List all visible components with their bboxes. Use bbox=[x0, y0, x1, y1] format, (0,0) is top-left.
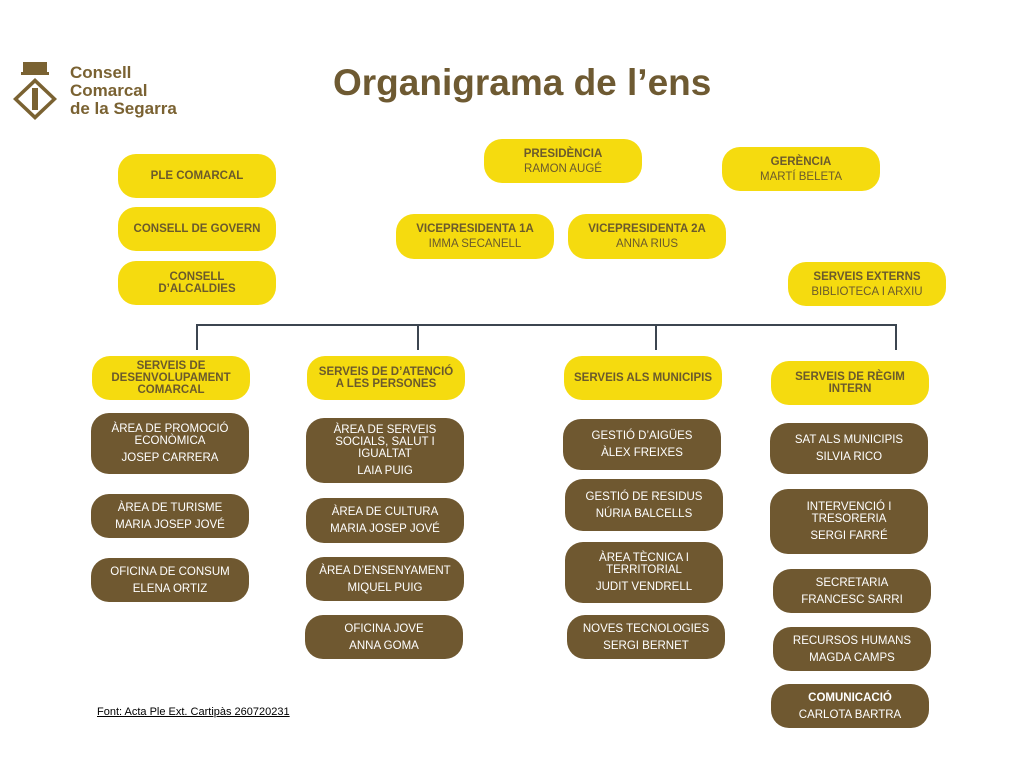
unit-title: ÀREA TÈCNICA I TERRITORIAL bbox=[599, 552, 689, 576]
unit-title: NOVES TECNOLOGIES bbox=[582, 622, 710, 635]
column-header: SERVEIS DE DESENVOLUPAMENT COMARCAL bbox=[92, 356, 250, 400]
unit-name: ÀLEX FREIXES bbox=[601, 447, 683, 459]
unit-box: SECRETARIA FRANCESC SARRI bbox=[773, 569, 931, 613]
box-consell-govern: CONSELL DE GOVERN bbox=[118, 207, 276, 251]
box-vicepresidenta-1: VICEPRESIDENTA 1A IMMA SECANELL bbox=[396, 214, 554, 259]
unit-box: INTERVENCIÓ I TRESORERIA SERGI FARRÉ bbox=[770, 489, 928, 554]
box-name: MARTÍ BELETA bbox=[759, 170, 842, 183]
unit-box: RECURSOS HUMANS MAGDA CAMPS bbox=[773, 627, 931, 671]
unit-box: OFICINA DE CONSUM ELENA ORTIZ bbox=[91, 558, 249, 602]
unit-title: ÀREA DE CULTURA bbox=[331, 506, 439, 518]
box-title: VICEPRESIDENTA 1A bbox=[416, 223, 534, 235]
box-name: IMMA SECANELL bbox=[428, 238, 522, 250]
unit-name: MAGDA CAMPS bbox=[809, 651, 895, 664]
box-name: RAMON AUGÉ bbox=[524, 162, 602, 175]
unit-title: ÀREA DE SERVEIS SOCIALS, SALUT I IGUALTA… bbox=[333, 424, 437, 460]
unit-box: OFICINA JOVE ANNA GOMA bbox=[305, 615, 463, 659]
box-title: CONSELL DE GOVERN bbox=[133, 223, 261, 235]
unit-name: LAIA PUIG bbox=[357, 465, 413, 477]
unit-title: SAT ALS MUNICIPIS bbox=[794, 434, 904, 446]
box-title: CONSELL D’ALCALDIES bbox=[158, 271, 236, 295]
column-header: SERVEIS ALS MUNICIPIS bbox=[564, 356, 722, 400]
connector-vertical bbox=[196, 324, 198, 350]
unit-name: SERGI BERNET bbox=[603, 639, 689, 652]
connector-horizontal bbox=[197, 324, 897, 326]
unit-box: ÀREA DE PROMOCIÓ ECONÒMICA JOSEP CARRERA bbox=[91, 413, 249, 474]
box-title: SERVEIS EXTERNS bbox=[813, 270, 921, 283]
unit-box: ÀREA DE CULTURA MARIA JOSEP JOVÉ bbox=[306, 498, 464, 543]
unit-box: GESTIÓ D’AIGÜES ÀLEX FREIXES bbox=[563, 419, 721, 470]
unit-box: COMUNICACIÓ CARLOTA BARTRA bbox=[771, 684, 929, 728]
unit-name: JOSEP CARRERA bbox=[121, 452, 219, 464]
connector-vertical bbox=[655, 324, 657, 350]
box-consell-alcaldies: CONSELL D’ALCALDIES bbox=[118, 261, 276, 305]
box-vicepresidenta-2: VICEPRESIDENTA 2A ANNA RIUS bbox=[568, 214, 726, 259]
source-footnote: Font: Acta Ple Ext. Cartipàs 260720231 bbox=[97, 706, 290, 718]
box-gerencia: GERÈNCIA MARTÍ BELETA bbox=[722, 147, 880, 191]
unit-name: MARIA JOSEP JOVÉ bbox=[115, 518, 225, 531]
unit-name: ANNA GOMA bbox=[349, 639, 419, 652]
unit-name: MIQUEL PUIG bbox=[347, 581, 423, 594]
connector-vertical bbox=[417, 324, 419, 350]
unit-name: JUDIT VENDRELL bbox=[595, 581, 693, 593]
unit-title: INTERVENCIÓ I TRESORERIA bbox=[806, 501, 892, 525]
council-logo-icon bbox=[12, 60, 58, 120]
box-title: SERVEIS DE RÈGIM INTERN bbox=[795, 371, 905, 395]
unit-name: MARIA JOSEP JOVÉ bbox=[330, 523, 440, 535]
box-name: ANNA RIUS bbox=[616, 238, 678, 250]
unit-box: GESTIÓ DE RESIDUS NÚRIA BALCELLS bbox=[565, 479, 723, 531]
unit-name: CARLOTA BARTRA bbox=[798, 708, 902, 721]
box-name: BIBLIOTECA I ARXIU bbox=[811, 285, 923, 298]
unit-box: ÀREA D’ENSENYAMENT MIQUEL PUIG bbox=[306, 557, 464, 601]
box-title: PRESIDÈNCIA bbox=[523, 147, 603, 160]
unit-name: FRANCESC SARRI bbox=[801, 593, 903, 606]
box-presidencia: PRESIDÈNCIA RAMON AUGÉ bbox=[484, 139, 642, 183]
unit-box: NOVES TECNOLOGIES SERGI BERNET bbox=[567, 615, 725, 659]
unit-box: ÀREA DE TURISME MARIA JOSEP JOVÉ bbox=[91, 494, 249, 538]
unit-title: GESTIÓ D’AIGÜES bbox=[591, 430, 693, 442]
box-ple-comarcal: PLE COMARCAL bbox=[118, 154, 276, 198]
column-header: SERVEIS DE D’ATENCIÓ A LES PERSONES bbox=[307, 356, 465, 400]
unit-title: ÀREA DE PROMOCIÓ ECONÒMICA bbox=[111, 423, 229, 447]
unit-title: SECRETARIA bbox=[815, 576, 889, 589]
unit-title: ÀREA DE TURISME bbox=[117, 501, 223, 514]
unit-name: NÚRIA BALCELLS bbox=[595, 507, 693, 520]
box-title: GERÈNCIA bbox=[770, 155, 832, 168]
unit-title: RECURSOS HUMANS bbox=[792, 634, 912, 647]
council-logo-text: Consell Comarcal de la Segarra bbox=[70, 63, 177, 118]
unit-name: SILVIA RICO bbox=[815, 451, 883, 463]
connector-vertical bbox=[895, 324, 897, 350]
unit-name: ELENA ORTIZ bbox=[132, 582, 208, 595]
box-title: SERVEIS ALS MUNICIPIS bbox=[573, 372, 713, 384]
unit-name: SERGI FARRÉ bbox=[810, 530, 888, 542]
unit-box: ÀREA TÈCNICA I TERRITORIAL JUDIT VENDRELL bbox=[565, 542, 723, 603]
unit-box: SAT ALS MUNICIPIS SILVIA RICO bbox=[770, 423, 928, 474]
page-title: Organigrama de l’ens bbox=[333, 62, 712, 103]
unit-title: GESTIÓ DE RESIDUS bbox=[585, 490, 703, 503]
unit-title: ÀREA D’ENSENYAMENT bbox=[319, 564, 451, 577]
box-title: PLE COMARCAL bbox=[150, 170, 244, 182]
box-title: SERVEIS DE D’ATENCIÓ A LES PERSONES bbox=[318, 366, 454, 390]
unit-title: OFICINA JOVE bbox=[344, 622, 424, 635]
box-title: SERVEIS DE DESENVOLUPAMENT COMARCAL bbox=[111, 360, 231, 396]
box-serveis-externs: SERVEIS EXTERNS BIBLIOTECA I ARXIU bbox=[788, 262, 946, 306]
unit-title: COMUNICACIÓ bbox=[808, 691, 892, 704]
unit-title: OFICINA DE CONSUM bbox=[110, 565, 230, 578]
unit-box: ÀREA DE SERVEIS SOCIALS, SALUT I IGUALTA… bbox=[306, 418, 464, 483]
box-title: VICEPRESIDENTA 2A bbox=[588, 223, 706, 235]
column-header: SERVEIS DE RÈGIM INTERN bbox=[771, 361, 929, 405]
